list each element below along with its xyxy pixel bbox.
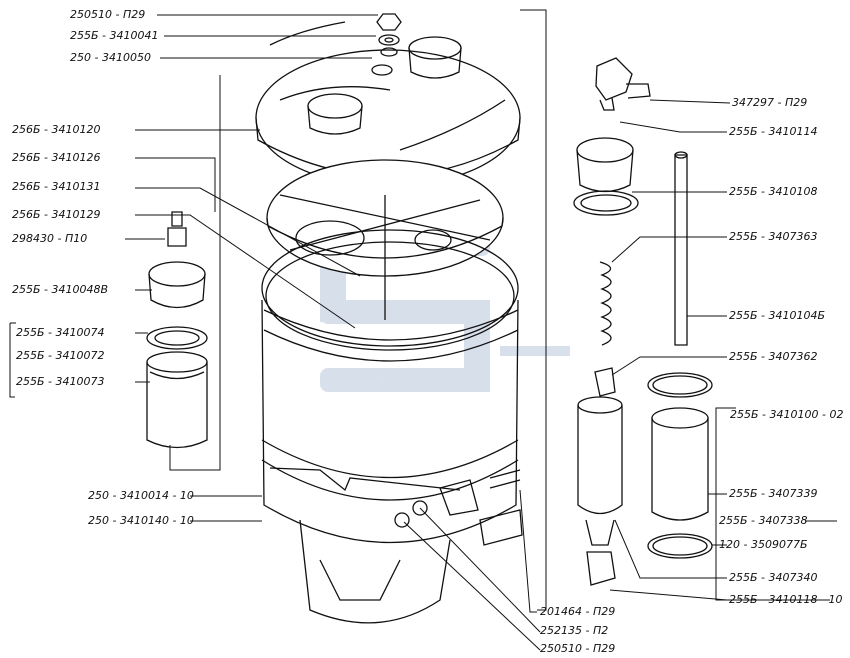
label-255b-3410100-02: 255Б - 3410100 - 02 (730, 408, 844, 421)
label-250-3410014-10: 250 - 3410014 - 10 (88, 489, 194, 502)
label-252135-p2: 252135 - П2 (540, 624, 609, 637)
label-201464-p29: 201464 - П29 (540, 605, 616, 618)
label-250-3410050: 250 - 3410050 (70, 51, 151, 64)
label-255b-3410108: 255Б - 3410108 (729, 185, 818, 198)
label-255b-3410104b: 255Б - 3410104Б (729, 309, 826, 322)
label-255b-3410072: 255Б - 3410072 (16, 349, 105, 362)
label-298430-p10: 298430 - П10 (12, 232, 88, 245)
label-255b-3407340: 255Б - 3407340 (729, 571, 818, 584)
label-256b-3410120: 256Б - 3410120 (12, 123, 101, 136)
label-256b-3410129: 256Б - 3410129 (12, 208, 101, 221)
leader-lines (9, 9, 837, 651)
top-nut-and-washers (371, 13, 402, 76)
label-255b-3410074: 255Б - 3410074 (16, 326, 105, 339)
label-255b-3410041: 255Б - 3410041 (70, 29, 159, 42)
label-255b-3410118-10: 255Б - 3410118 - 10 (729, 593, 843, 606)
label-250-3410140-10: 250 - 3410140 - 10 (88, 514, 194, 527)
filter-lid (255, 21, 521, 187)
label-255b-3410048v: 255Б - 3410048В (12, 283, 109, 296)
label-255b-3407339: 255Б - 3407339 (729, 487, 818, 500)
left-filter-assembly (146, 211, 208, 449)
label-255b-3407363: 255Б - 3407363 (729, 230, 818, 243)
label-255b-3410073: 255Б - 3410073 (16, 375, 105, 388)
label-120-3509077b: 120 - 3509077Б (719, 538, 808, 551)
filter-plate (266, 159, 504, 320)
label-250510-p29-bottom: 250510 - П29 (540, 642, 616, 655)
label-256b-3410131: 256Б - 3410131 (12, 180, 101, 193)
label-347297-p29: 347297 - П29 (732, 96, 808, 109)
label-255b-3407338: 255Б - 3407338 (719, 514, 808, 527)
label-255b-3407362: 255Б - 3407362 (729, 350, 818, 363)
label-256b-3410126: 256Б - 3410126 (12, 151, 101, 164)
label-250510-p29-top: 250510 - П29 (70, 8, 146, 21)
label-255b-3410114: 255Б - 3410114 (729, 125, 818, 138)
right-filter-assembly (573, 57, 713, 586)
filter-housing (261, 229, 523, 624)
